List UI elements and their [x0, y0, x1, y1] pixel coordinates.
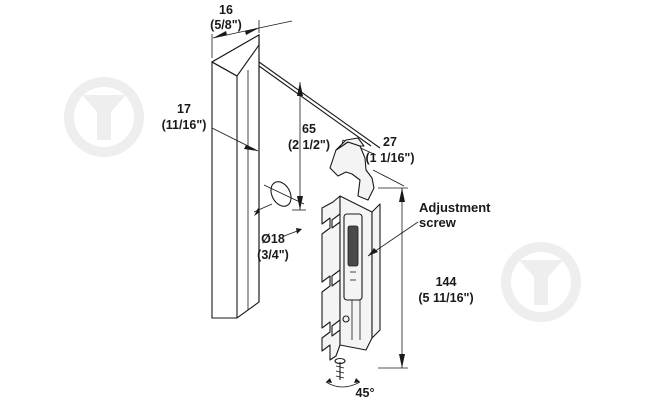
- dimension-hole-diameter: [253, 203, 302, 237]
- dimension-side-offset: [211, 127, 259, 152]
- dim-length-in: (5 11/16"): [418, 291, 473, 305]
- watermark-logo-left: [64, 77, 144, 157]
- dim-length-mm: 144: [436, 275, 457, 289]
- dim-top-width-in: (5/8"): [210, 18, 242, 32]
- callout-adjustment-line2: screw: [419, 215, 457, 230]
- dimension-vertical-offset: [292, 82, 306, 211]
- callout-adjustment-line1: Adjustment: [419, 200, 491, 215]
- adjustment-screw-leader: [367, 221, 419, 257]
- dim-hook-depth-mm: 27: [383, 135, 397, 149]
- dimension-top-width: [211, 20, 293, 58]
- angle-arc: [325, 378, 361, 388]
- dim-hole-diameter-in: (3/4"): [257, 248, 289, 262]
- hinge-bracket: [321, 137, 381, 361]
- adjustment-screw: [334, 357, 346, 380]
- dimension-length: [378, 187, 408, 369]
- mounting-hole: [263, 181, 305, 207]
- dim-side-offset-mm: 17: [177, 102, 191, 116]
- dim-vertical-offset-mm: 65: [302, 122, 316, 136]
- dim-hook-depth-in: (1 1/16"): [365, 151, 414, 165]
- dim-vertical-offset-in: (2 1/2"): [288, 138, 330, 152]
- top-edge-reference: [258, 61, 381, 149]
- dim-side-offset-in: (11/16"): [162, 118, 207, 132]
- cabinet-panel: [210, 34, 260, 319]
- dim-top-width-mm: 16: [219, 3, 233, 17]
- dim-angle: 45°: [356, 386, 375, 400]
- watermark-logo-right: [501, 242, 581, 322]
- dim-hole-diameter-mm: Ø18: [261, 232, 285, 246]
